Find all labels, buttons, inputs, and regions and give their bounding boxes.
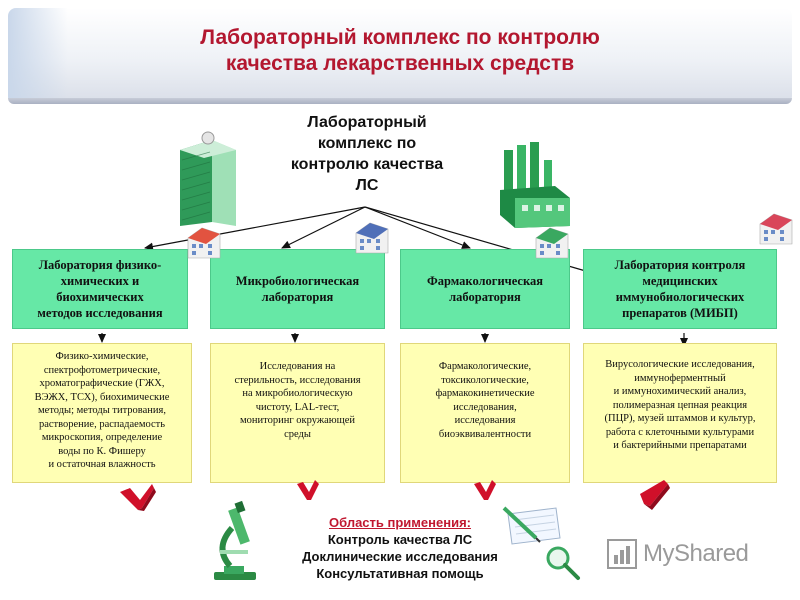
center-node-line-3: контролю качества [290,156,444,173]
desc-4-line-5: (ПЦР), музей штаммов и культур, [604,413,756,424]
applications-block: Область применения: Контроль качества ЛС… [250,514,550,582]
desc-3-line-5: исследования [454,415,516,426]
lab-3-line-2: лаборатория [449,290,521,304]
desc-1-line-1: Физико-химические, [55,351,149,362]
lab-2-line-1: Микробиологическая [235,274,360,288]
desc-2-line-6: среды [284,428,311,440]
lab-4-line-1: Лаборатория контроля [614,258,746,272]
desc-2-line-2: стерильность, исследования [234,374,361,386]
lab-box-microbiological: Микробиологическая лаборатория [210,249,385,329]
desc-4-line-3: и иммунохимический анализ, [613,386,747,397]
red-arrow-icon-2 [297,480,319,500]
desc-4-line-6: работа с клеточными культурами [605,426,755,438]
desc-1-line-5: методы; методы титрования, [38,405,166,416]
desc-3-line-6: биоэквивалентности [438,428,532,440]
connector-to-lab-2 [281,206,366,249]
desc-1-line-9: и остаточная влажность [48,459,156,470]
skyscraper-icon [180,131,236,226]
desc-3-line-3: фармакокинетические [435,388,535,399]
lab-1-line-2: химических и [60,274,140,288]
lab-3-line-1: Фармакологическая [426,274,543,288]
center-node-line-1: Лабораторный [307,114,427,131]
desc-3-line-1: Фармакологические, [438,361,532,372]
desc-4-line-4: полимеразная цепная реакция [612,399,748,411]
center-node-line-4: ЛС [355,177,379,194]
lab-4-line-3: иммунобиологических [615,290,745,304]
desc-box-pharmacological: Фармакологические, токсикологические, фа… [400,343,570,483]
factory-icon [500,142,570,228]
desc-box-microbiological: Исследования на стерильность, исследован… [210,343,385,483]
red-arrow-icon-3 [474,480,496,500]
desc-2-line-3: на микробиологическую [242,388,353,399]
desc-3-line-4: исследования, [453,401,517,413]
desc-2-line-4: чистоту, LAL-тест, [255,401,340,413]
magnifier-icon [546,546,580,580]
applications-title: Область применения: [329,515,471,530]
desc-4-line-2: иммуноферментный [634,372,726,384]
desc-1-line-4: ВЭЖХ, ТСХ), биохимические [34,391,170,403]
applications-item-3: Консультативная помощь [316,566,484,581]
applications-item-1: Контроль качества ЛС [327,532,473,547]
desc-1-line-7: микроскопия, определение [41,432,163,443]
lab-4-line-4: препаратов (МИБП) [622,306,738,320]
desc-4-line-7: и бактерийными препаратами [613,440,747,451]
desc-2-line-1: Исследования на [259,361,336,372]
lab-1-line-4: методов исследования [37,306,163,320]
applications-item-2: Доклинические исследования [302,549,498,564]
lab-box-mibp: Лаборатория контроля медицинских иммуноб… [583,249,777,329]
desc-1-line-8: воды по К. Фишеру [58,445,146,457]
center-node-title: Лабораторный комплекс по контролю качест… [262,112,472,196]
page-title: Лабораторный комплекс по контролю качест… [40,25,760,77]
lab-1-line-3: биохимических [56,290,144,304]
lab-1-line-1: Лаборатория физико- [38,258,162,272]
title-banner [8,8,792,104]
red-arrow-icon-4 [640,480,670,510]
lab-2-line-2: лаборатория [261,290,334,304]
myshared-watermark: MyShared [607,536,767,572]
house-icon-lab-4 [759,213,793,245]
lab-box-pharmacological: Фармакологическая лаборатория [400,249,570,329]
desc-4-line-1: Вирусологические исследования, [605,359,755,370]
desc-2-line-5: мониторинг окружающей [240,415,355,426]
red-arrow-icon-1 [120,484,156,511]
watermark-text: MyShared [643,540,749,567]
desc-1-line-3: хроматографические (ГЖХ, [39,378,165,389]
page-title-line-2: качества лекарственных средств [225,52,575,75]
desc-box-physico-chemical: Физико-химические, спектрофотометрически… [12,343,192,483]
page-title-line-1: Лабораторный комплекс по контролю [200,26,600,49]
center-node-line-2: комплекс по [317,135,417,152]
chart-icon [607,539,637,569]
lab-4-line-2: медицинских [642,274,718,288]
banner-accent [8,8,68,104]
desc-1-line-2: спектрофотометрические, [43,364,161,376]
desc-1-line-6: растворение, распадаемость [38,418,166,430]
connector-to-lab-3 [364,206,471,249]
lab-box-physico-chemical: Лаборатория физико- химических и биохими… [12,249,188,329]
banner-bottom-line [8,98,792,104]
desc-box-mibp: Вирусологические исследования, иммунофер… [583,343,777,483]
desc-3-line-2: токсикологические, [441,374,529,386]
connector-to-lab-1 [144,206,366,251]
